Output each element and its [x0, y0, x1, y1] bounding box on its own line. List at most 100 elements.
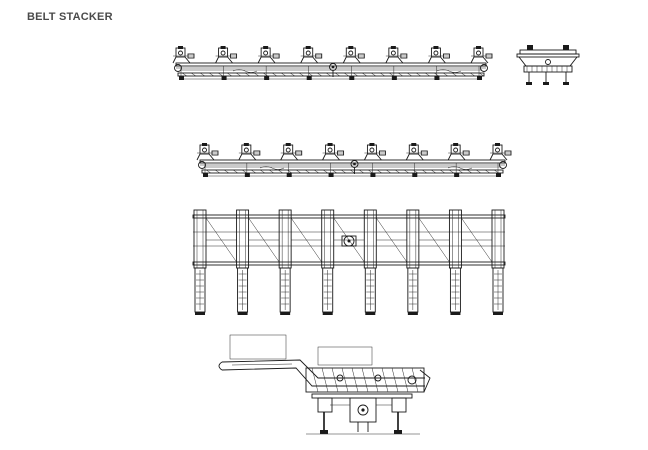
- plan-arm-head: [448, 209, 462, 269]
- mid-arm-tip: [295, 150, 303, 156]
- section-housing-hatch: [401, 367, 409, 393]
- top-arm-module: [215, 46, 238, 80]
- top-upper-beam: [175, 62, 487, 67]
- section-load-outline-right: [317, 346, 373, 366]
- top-arm-brace: [257, 56, 276, 64]
- section-housing-hatch: [411, 367, 419, 393]
- section-gear-hub: [361, 408, 365, 412]
- plan-drive-box: [341, 235, 357, 247]
- top-belt-hatch: [244, 72, 251, 77]
- mid-belt-hatch: [241, 169, 248, 174]
- page-title: BELT STACKER: [27, 11, 113, 23]
- section-foot: [394, 430, 402, 434]
- top-drive-motor: [329, 63, 337, 71]
- section-housing-hatch: [341, 367, 349, 393]
- mid-belt-hatch: [367, 169, 374, 174]
- mid-arm-brace: [238, 153, 257, 161]
- mid-belt-hatch: [394, 169, 401, 174]
- plan-conveyor-arm: [236, 209, 250, 315]
- mid-arm-module: [489, 143, 512, 177]
- plan-conveyor-arm: [193, 209, 207, 315]
- mid-arm-brace: [280, 153, 299, 161]
- top-arm-cap: [390, 46, 396, 49]
- top-chain-guide: [436, 69, 462, 73]
- mid-arm-pivot: [243, 147, 249, 153]
- mid-belt-hatch: [358, 169, 365, 174]
- mid-leg-foot: [244, 173, 250, 177]
- mid-arm-pivot: [285, 147, 291, 153]
- mid-belt-hatch: [484, 169, 491, 174]
- mid-leg-foot: [370, 173, 376, 177]
- mid-arm-pivot: [369, 147, 375, 153]
- mid-arm-bracket: [450, 144, 461, 155]
- mid-belt-hatch: [475, 169, 482, 174]
- mid-arm-bracket: [492, 144, 503, 155]
- plan-arm-head: [236, 209, 250, 269]
- mid-head-drum: [499, 161, 507, 169]
- top-belt-hatch: [406, 72, 413, 77]
- section-boom-top: [221, 359, 425, 379]
- top-tail-drum: [174, 64, 182, 72]
- top-arm-module: [257, 46, 280, 80]
- section-boom-nose: [218, 361, 223, 371]
- top-drive-hub: [331, 65, 335, 69]
- top-belt-hatch: [478, 72, 485, 77]
- section-housing-hatch: [311, 367, 319, 393]
- top-leg-foot: [391, 76, 397, 80]
- mid-arm-module: [322, 143, 345, 177]
- top-arm-pivot: [348, 50, 354, 56]
- mid-arm-cap: [453, 143, 459, 146]
- top-belt-hatch: [415, 72, 422, 77]
- top-arm-pivot: [178, 50, 183, 56]
- top-belt-hatch: [253, 72, 260, 77]
- mid-arm-cap: [327, 143, 333, 146]
- section-housing-hatch: [351, 367, 359, 393]
- top-arm-module: [342, 46, 365, 80]
- mid-arm-module: [238, 143, 261, 177]
- top-leg-foot: [221, 76, 227, 80]
- mid-belt-hatch: [385, 169, 392, 174]
- end-leg-foot: [563, 82, 569, 85]
- top-leg-foot: [264, 76, 270, 80]
- top-arm-cap: [305, 46, 311, 49]
- top-belt-hatch: [280, 72, 287, 77]
- mid-leg-foot: [286, 173, 292, 177]
- top-arm-bracket: [303, 47, 314, 58]
- mid-chain-guide: [259, 166, 285, 170]
- plan-arm-end: [195, 312, 205, 315]
- mid-leg-foot: [496, 173, 501, 177]
- top-arm-brace: [470, 56, 489, 64]
- top-leg-foot: [434, 76, 440, 80]
- top-belt-hatch: [451, 72, 458, 77]
- section-load-outline-left: [229, 334, 287, 360]
- top-belt-hatch: [352, 72, 359, 77]
- mid-belt-hatch: [457, 169, 464, 174]
- plan-arm-end: [450, 312, 461, 315]
- section-boom-belt: [231, 363, 293, 366]
- plan-conveyor-arm: [448, 209, 462, 315]
- top-belt-hatch: [469, 72, 476, 77]
- section-housing-hatch: [371, 367, 379, 393]
- mid-arm-brace: [364, 153, 382, 161]
- mid-belt-hatch: [322, 169, 329, 174]
- mid-arm-tip: [253, 150, 261, 156]
- mid-arm-bracket: [325, 144, 336, 155]
- top-arm-pivot: [220, 50, 226, 56]
- top-arm-brace: [342, 56, 361, 64]
- plan-arm-head: [193, 209, 207, 269]
- top-belt-hatch: [199, 72, 206, 77]
- plan-conveyor-arm: [491, 209, 505, 315]
- section-roller: [336, 374, 344, 382]
- section-chassis: [311, 393, 413, 399]
- top-belt-hatch: [424, 72, 431, 77]
- mid-arm-module: [364, 143, 386, 177]
- top-arm-pivot: [263, 50, 269, 56]
- mid-belt-hatch: [232, 169, 239, 174]
- top-arm-bracket: [388, 47, 399, 58]
- section-gear: [357, 404, 369, 416]
- top-arm-module: [172, 46, 195, 80]
- mid-arm-brace: [489, 153, 508, 161]
- mid-arm-cap: [285, 143, 291, 146]
- mid-arm-cap: [369, 143, 375, 146]
- top-arm-brace: [385, 56, 404, 64]
